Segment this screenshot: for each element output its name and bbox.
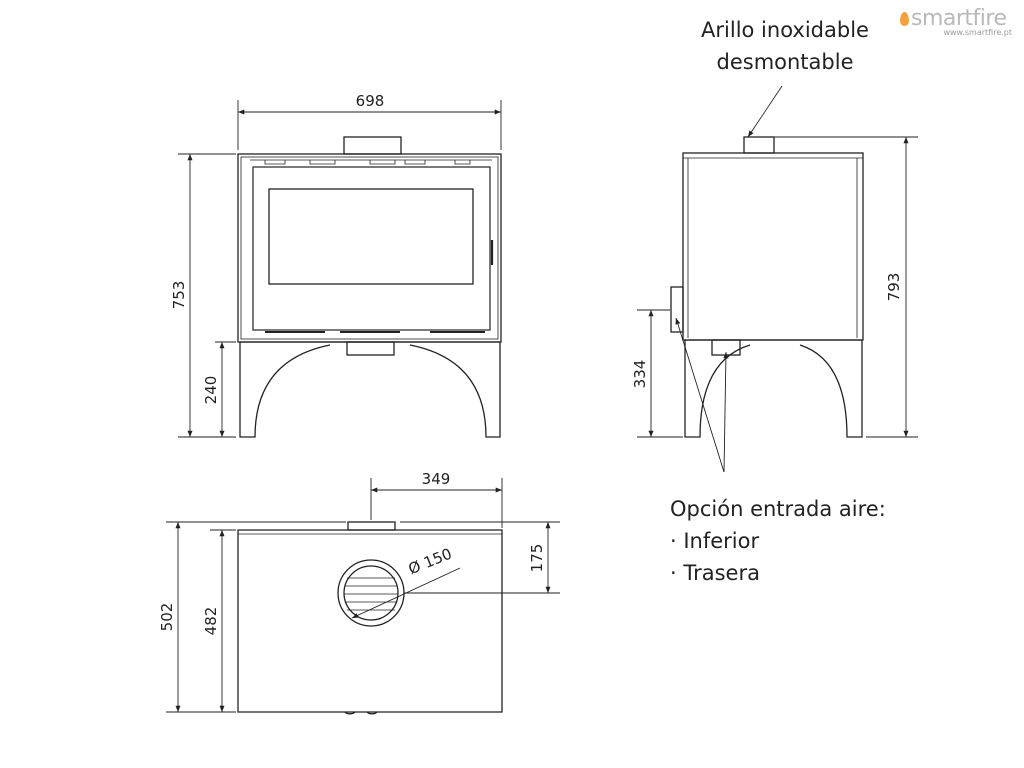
air-inlet-callout: Opción entrada aire: · Inferior · Traser… (670, 493, 960, 589)
top-body (237, 529, 503, 713)
logo-name: smartfire (911, 6, 1007, 31)
logo-url: www.smartfire.pt (943, 28, 1012, 37)
top-flue-collar (347, 521, 396, 531)
side-body (682, 152, 864, 341)
side-dimensions (637, 85, 918, 473)
side-inlet-height-dim: 334 (631, 360, 649, 389)
top-dimensions (166, 478, 560, 713)
front-body (237, 153, 502, 343)
side-rear-leg (799, 340, 863, 438)
flue-diameter-dim: Ø 150 (406, 545, 455, 579)
ring-callout-line2: desmontable (716, 50, 854, 74)
top-depth-total-dim: 502 (158, 603, 176, 632)
side-flue-ring (743, 136, 775, 154)
air-callout-option-trasera: · Trasera (670, 561, 760, 585)
smartfire-logo: smartfire www.smartfire.pt (900, 6, 1018, 37)
front-left-leg (239, 342, 331, 438)
front-width-dim: 698 (356, 92, 385, 110)
top-view (237, 521, 503, 715)
ring-callout: Arillo inoxidable desmontable (680, 14, 890, 78)
top-flue-depth-dim: 175 (528, 544, 546, 573)
side-view (670, 136, 864, 438)
side-height-dim: 793 (885, 273, 903, 302)
side-front-leg (684, 340, 751, 438)
front-glass (268, 188, 474, 285)
front-ash-drawer (346, 341, 395, 356)
front-height-dim: 753 (170, 281, 188, 310)
top-depth-inner-dim: 482 (202, 607, 220, 636)
ring-callout-line1: Arillo inoxidable (701, 18, 869, 42)
flame-icon (900, 12, 909, 26)
front-leg-height-dim: 240 (202, 376, 220, 405)
front-right-leg (409, 342, 501, 438)
side-air-inlet (670, 286, 684, 333)
front-dimensions (178, 100, 502, 438)
front-flue-collar (343, 136, 402, 155)
air-callout-option-inferior: · Inferior (670, 529, 760, 553)
front-view (237, 136, 502, 438)
top-flue-offset-dim: 349 (422, 470, 451, 488)
flue-opening (337, 559, 405, 627)
air-callout-title: Opción entrada aire: (670, 497, 886, 521)
